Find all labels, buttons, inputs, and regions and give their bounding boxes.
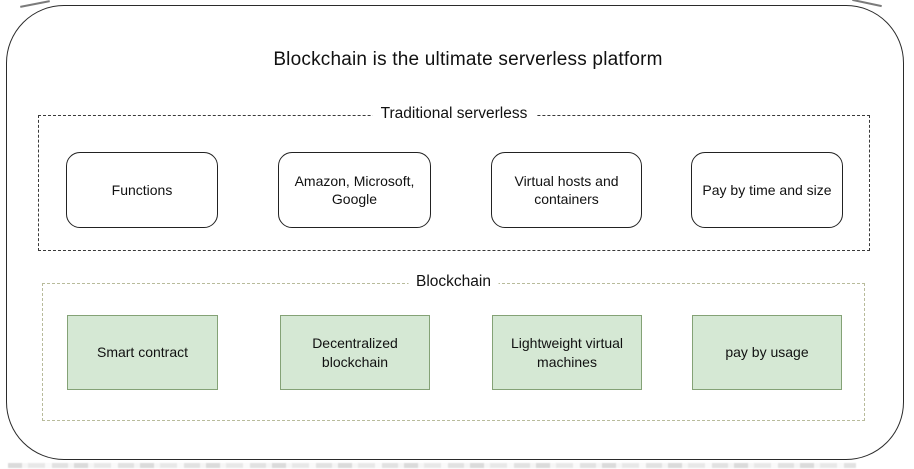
node-pay-by-usage: pay by usage xyxy=(692,315,842,390)
node-decentralized-blockchain-label: Decentralized blockchain xyxy=(312,335,398,370)
node-pay-by-usage-label: pay by usage xyxy=(725,344,809,361)
blockchain-group: Blockchain xyxy=(42,273,865,421)
node-cloud-providers: Amazon, Microsoft, Google xyxy=(278,152,431,228)
node-virtual-hosts: Virtual hosts and containers xyxy=(491,152,642,228)
node-pay-by-time-label: Pay by time and size xyxy=(702,181,832,198)
blockchain-label: Blockchain xyxy=(408,273,499,291)
node-functions-label: Functions xyxy=(111,181,173,198)
node-smart-contract-label: Smart contract xyxy=(96,344,189,361)
node-virtual-hosts-label: Virtual hosts and containers xyxy=(514,172,619,207)
node-functions: Functions xyxy=(66,152,218,228)
node-lightweight-vms: Lightweight virtual machines xyxy=(492,315,642,390)
node-decentralized-blockchain: Decentralized blockchain xyxy=(280,315,430,390)
crop-artifact-top-left xyxy=(20,0,50,8)
node-pay-by-time: Pay by time and size xyxy=(691,152,843,228)
node-lightweight-vms-label: Lightweight virtual machines xyxy=(510,335,624,370)
node-smart-contract: Smart contract xyxy=(67,315,218,390)
node-cloud-providers-label: Amazon, Microsoft, Google xyxy=(294,172,415,207)
traditional-serverless-group: Traditional serverless xyxy=(38,105,870,251)
diagram-title: Blockchain is the ultimate serverless pl… xyxy=(273,49,663,70)
traditional-serverless-label: Traditional serverless xyxy=(372,105,536,123)
crop-artifact-bottom-strip xyxy=(8,463,856,468)
